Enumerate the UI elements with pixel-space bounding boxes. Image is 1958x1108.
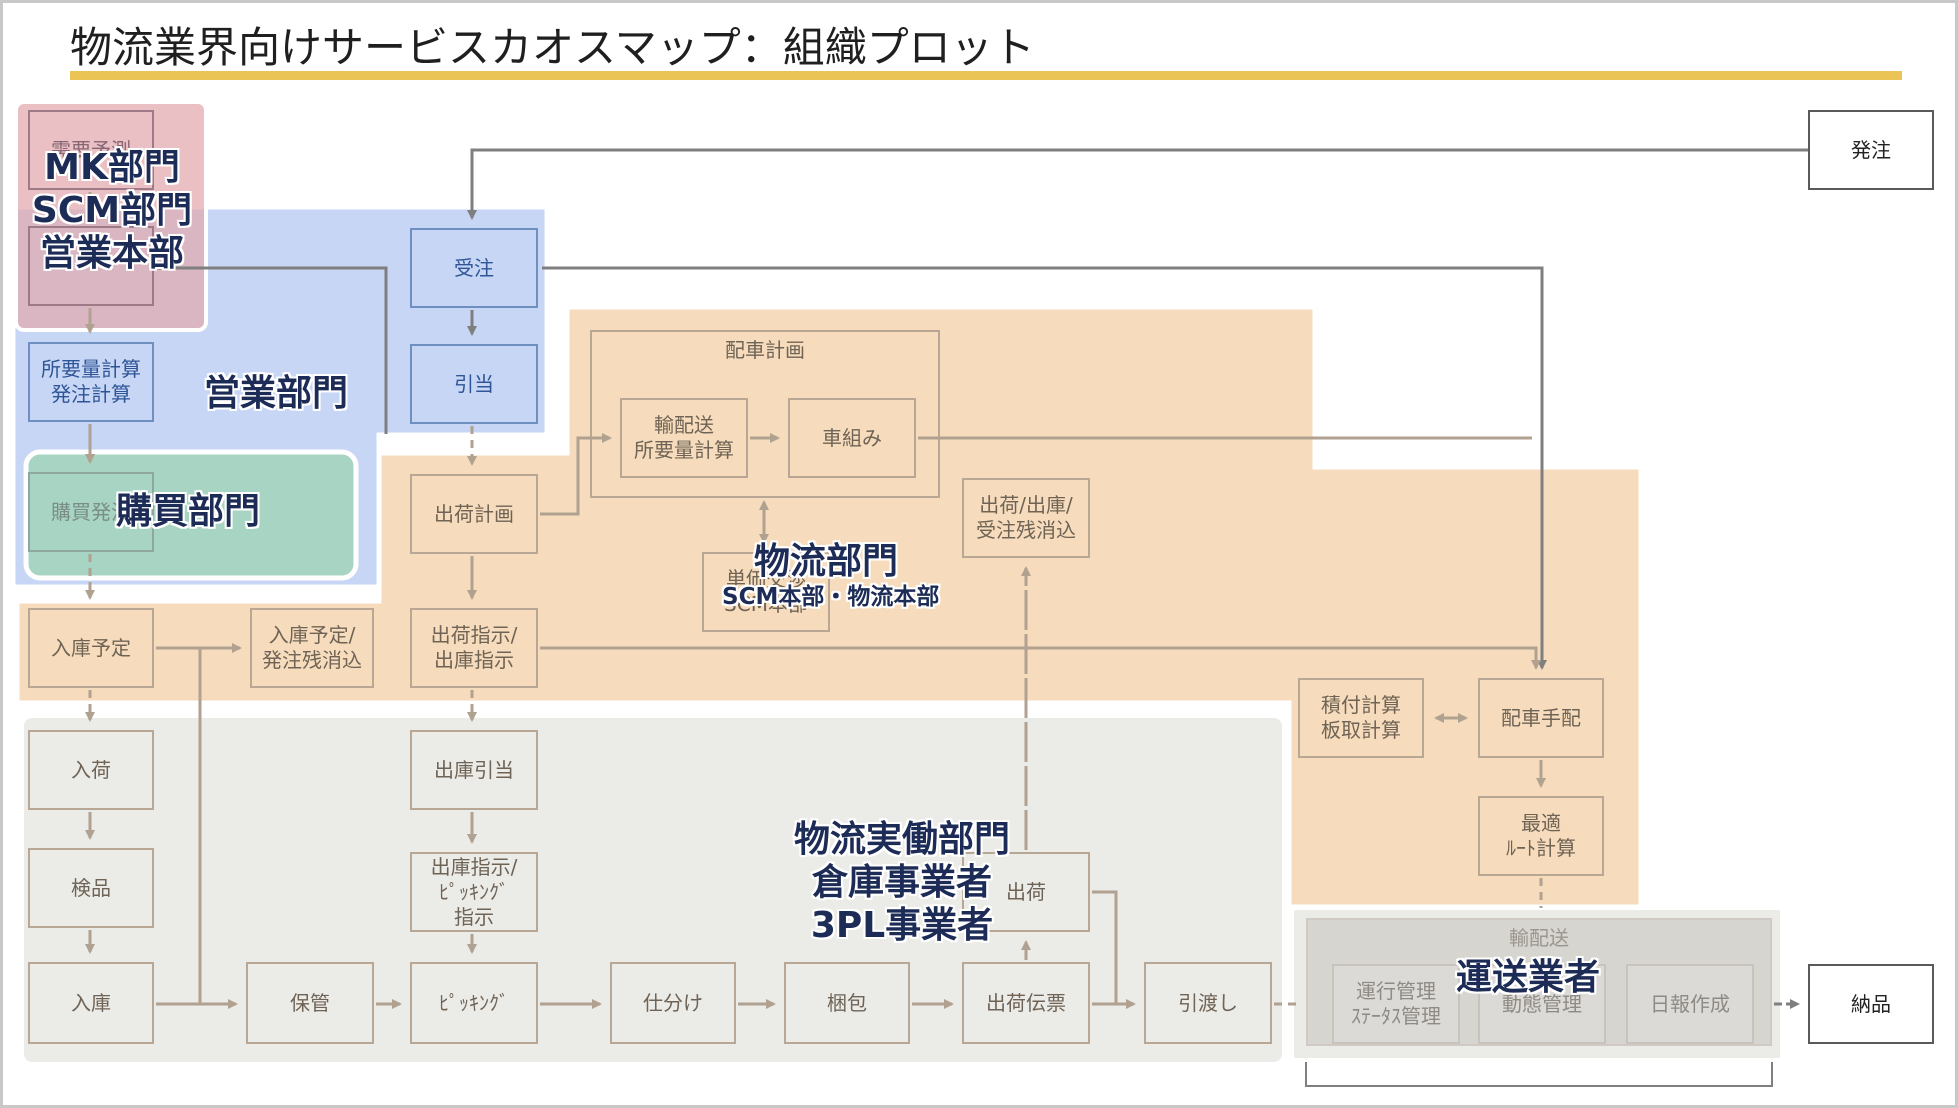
edge-received-to-arrangement (542, 266, 1547, 670)
node-picking: ﾋﾟｯｷﾝｸﾞ (410, 962, 538, 1044)
node-vehicle-tracking: 動態管理 (1478, 964, 1606, 1044)
group-dispatch-plan: 配車計画 (590, 330, 940, 498)
node-receiving-schedule: 入庫予定 (28, 608, 154, 688)
node-operation-management: 運行管理ｽﾃｰﾀｽ管理 (1332, 964, 1460, 1044)
node-put-away: 入庫 (28, 962, 154, 1044)
title-underline (70, 71, 1902, 80)
node-load-calc: 積付計算板取計算 (1298, 678, 1424, 758)
zone-purchasing (23, 449, 359, 581)
node-shipping-instruction: 出荷指示/出庫指示 (410, 608, 538, 688)
edge-order-to-received (467, 148, 1808, 220)
node-demand-forecast: 需要予測 (28, 110, 154, 190)
node-external-order: 発注 (1808, 110, 1934, 190)
node-allocation: 引当 (410, 344, 538, 424)
node-purchase-order: 購買発注 (28, 472, 154, 552)
node-transport-requirement: 輸配送所要量計算 (620, 398, 748, 478)
edge-mk-sales-link (156, 266, 388, 434)
node-receipt-reconcile: 入庫予定/発注残消込 (250, 608, 374, 688)
org-label-logistics-sub: SCM本部・物流本部 (722, 584, 940, 610)
edge-shipment-to-handover (1092, 890, 1118, 1004)
org-label-operations: 物流実働部門 倉庫事業者 3PL事業者 (793, 819, 1010, 947)
node-packing: 梱包 (784, 962, 910, 1044)
node-dispatch-arrangement: 配車手配 (1478, 678, 1604, 758)
node-vehicle-assembly: 車組み (788, 398, 916, 478)
node-shipment: 出荷 (962, 852, 1090, 932)
node-daily-report: 日報作成 (1626, 964, 1754, 1044)
node-sorting: 仕分け (610, 962, 736, 1044)
carrier-bracket (1305, 1062, 1773, 1087)
org-label-sales: 営業部門 (204, 373, 349, 414)
node-shipment-reconcile: 出荷/出庫/受注残消込 (962, 478, 1090, 558)
org-label-mk: MK部門 SCM部門 営業本部 (31, 147, 193, 275)
org-label-carrier: 運送業者 (1456, 957, 1601, 998)
node-storage: 保管 (246, 962, 374, 1044)
edge-plan-to-dispatch (540, 433, 612, 516)
org-label-purchasing: 購買部門 (116, 491, 261, 532)
edge-instruction-to-arrangement (540, 646, 1541, 670)
node-shipping-slip: 出荷伝票 (962, 962, 1090, 1044)
node-order-received: 受注 (410, 228, 538, 308)
node-arrival: 入荷 (28, 730, 154, 810)
node-handover: 引渡し (1144, 962, 1272, 1044)
node-requirement-calc: 所要量計算発注計算 (28, 342, 154, 422)
org-label-logistics: 物流部門 (754, 541, 899, 582)
page-title: 物流業界向けサービスカオスマップ：組織プロット (70, 23, 1035, 72)
node-stock-allocation: 出庫引当 (410, 730, 538, 810)
node-mk-box (28, 226, 154, 306)
zone-operations (24, 718, 1282, 1062)
node-delivery: 納品 (1808, 964, 1934, 1044)
node-shipping-plan: 出荷計画 (410, 474, 538, 554)
node-picking-instruction: 出庫指示/ﾋﾟｯｷﾝｸﾞ指示 (410, 852, 538, 932)
zone-mk (14, 100, 208, 332)
node-optimal-route: 最適ﾙｰﾄ計算 (1478, 796, 1604, 876)
node-inspection: 検品 (28, 848, 154, 928)
